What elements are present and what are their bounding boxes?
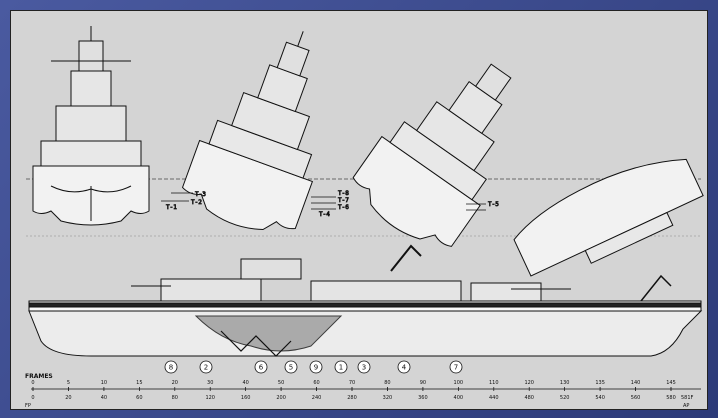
frame-scale: FRAMES 0 5 10 15 20 30 40 50 60 70 80 90 100 110 120 13…: [25, 373, 701, 409]
scale-tick-label-top: 140: [631, 380, 641, 386]
scale-tick-label-top: 0: [31, 380, 34, 386]
scale-tick-label-bottom: 320: [383, 395, 393, 401]
scale-tick-label-bottom: 40: [101, 395, 107, 401]
torpedo-label: T-1: [166, 204, 177, 211]
armor-belt-stripe: [28, 302, 702, 308]
hit-marker-label: 8: [169, 364, 173, 372]
scale-tick-label-top: 120: [524, 380, 534, 386]
scale-tick-label-top: 110: [489, 380, 499, 386]
bow-view-capsized: [513, 158, 704, 277]
hit-marker-label: 4: [402, 364, 407, 372]
hit-marker-circle: [357, 360, 371, 374]
stern-crane: [640, 274, 672, 302]
hit-marker-label: 7: [454, 364, 458, 372]
hit-marker-label: 5: [289, 364, 293, 372]
torpedo-label: T-8: [338, 190, 349, 197]
bow-view-upright: [32, 26, 150, 226]
scale-tick-label-bottom: 280: [347, 395, 357, 401]
scale-tick-label-top: 30: [207, 380, 213, 386]
torpedo-label: T-3: [195, 191, 206, 198]
scale-tick-label-top: 70: [349, 380, 355, 386]
scale-tick-label-top: 5: [67, 380, 70, 386]
scale-tick-label-top: 60: [313, 380, 319, 386]
bow-view-tilt-1: [181, 31, 314, 231]
scale-tick-label-bottom: 20: [65, 395, 71, 401]
torpedo-label: T-5: [488, 201, 499, 208]
torpedo-arrows-group-c: T-5: [466, 201, 500, 211]
ap-label: AP: [683, 403, 689, 409]
hit-marker-circle: [449, 360, 463, 374]
scale-tick-label-bottom: 0: [31, 395, 34, 401]
hit-marker-circle: [309, 360, 323, 374]
torpedo-label: T-7: [338, 197, 349, 204]
scale-tick-label-bottom: 580: [666, 395, 676, 401]
ship-profile-view: [28, 244, 703, 357]
scale-tick-label-top: 40: [242, 380, 248, 386]
hit-marker-circle: [397, 360, 411, 374]
scale-tick-label-bottom: 200: [276, 395, 286, 401]
bow-view-tilt-2: [352, 63, 512, 247]
torpedo-arrows-group-b: T-8 T-7 T-6 T-4: [311, 190, 350, 218]
scale-tick-label-bottom: 440: [489, 395, 499, 401]
hit-marker-circle: [284, 360, 298, 374]
torpedo-label: T-2: [191, 199, 202, 206]
torpedo-arrows-group-a: T-3 T-2 T-1: [161, 191, 207, 211]
hit-marker-circle: [199, 360, 213, 374]
scale-tick-label-top: 80: [384, 380, 390, 386]
scale-tick-label-top: 50: [278, 380, 284, 386]
scale-tick-label-bottom: 240: [312, 395, 322, 401]
hit-marker-label: 6: [259, 364, 264, 372]
hit-marker-circle: [334, 360, 348, 374]
scale-tick-label-bottom: 560: [631, 395, 641, 401]
scale-tick-label-top: 20: [172, 380, 178, 386]
scale-tick-label-top: 145: [666, 380, 676, 386]
scale-tick-label-bottom: 160: [241, 395, 251, 401]
torpedo-label: T-4: [319, 211, 330, 218]
scale-tick-label-bottom: 480: [524, 395, 534, 401]
torpedo-label: T-6: [338, 204, 349, 211]
scale-tick-label-top: 90: [420, 380, 426, 386]
fp-label: FP: [25, 403, 31, 409]
hit-marker-circle: [254, 360, 268, 374]
scale-tick-label-bottom: 120: [205, 395, 215, 401]
crane: [390, 244, 422, 272]
hit-marker-circle: [164, 360, 178, 374]
scale-tick-label-top: 15: [136, 380, 142, 386]
scale-tick-label-top: 100: [454, 380, 464, 386]
end-frame-label: 581F: [681, 395, 694, 401]
scale-tick-label-top: 10: [101, 380, 107, 386]
scale-tick-label-bottom: 400: [454, 395, 464, 401]
scale-tick-label-bottom: 520: [560, 395, 570, 401]
hit-marker-label: 3: [362, 364, 366, 372]
scale-tick-label-bottom: 80: [172, 395, 178, 401]
scale-tick-label-bottom: 360: [418, 395, 428, 401]
hit-marker-label: 1: [339, 364, 343, 372]
scale-title: FRAMES: [25, 373, 53, 380]
hit-marker-label: 2: [204, 364, 208, 372]
scale-tick-label-top: 130: [560, 380, 570, 386]
scale-tick-label-bottom: 540: [595, 395, 605, 401]
hit-marker-label: 9: [314, 364, 318, 372]
scale-tick-label-top: 135: [595, 380, 605, 386]
scale-tick-label-bottom: 60: [136, 395, 142, 401]
